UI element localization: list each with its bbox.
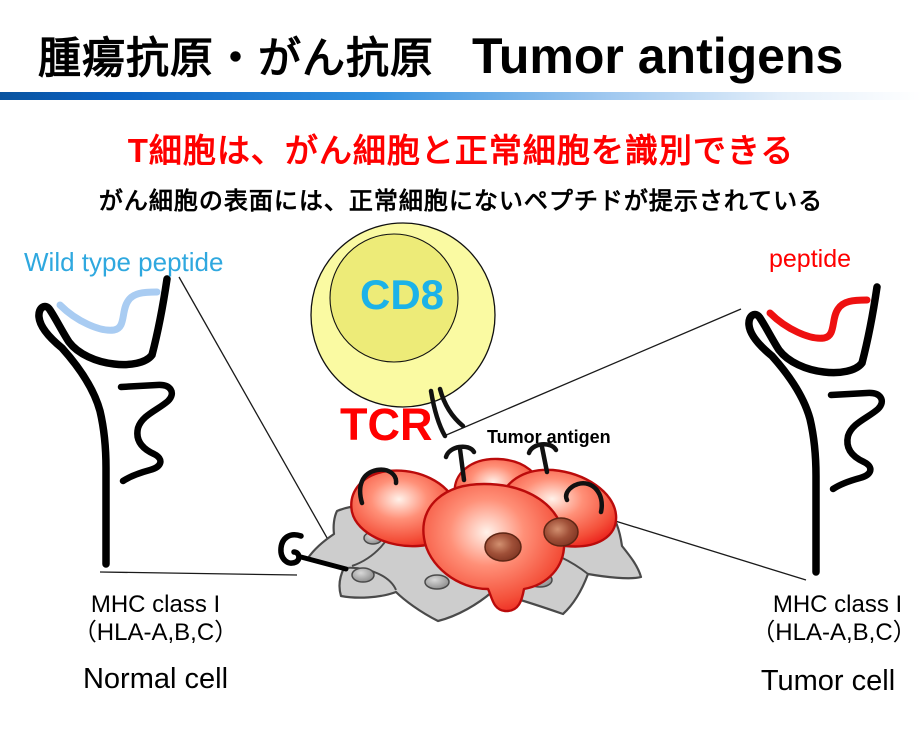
title-divider-bar — [0, 92, 922, 100]
antigen-receptor-center-stem — [457, 446, 467, 483]
tumor-cell-label: Tumor cell — [760, 665, 896, 697]
tumor-antigen-label: Tumor antigen — [487, 427, 611, 447]
slide-title: 腫瘍抗原・がん抗原 Tumor antigens — [38, 24, 918, 86]
normal-cell-folds — [343, 517, 589, 591]
tumor-cell-front — [422, 482, 566, 613]
mhc-left-b2m-squiggle — [117, 381, 175, 485]
antigen-receptor-right-stem — [539, 444, 550, 475]
mhc-left-groove-trunk — [35, 275, 171, 568]
antigen-receptor-center-bar — [443, 444, 477, 460]
normal-cell-mat — [306, 498, 643, 623]
mhc-left — [35, 275, 175, 568]
normal-cell-nuclei — [351, 531, 553, 590]
tumor-cell-back-right — [498, 468, 618, 548]
line-tumor-cell-to-mhc — [472, 476, 807, 581]
tumor-illustration — [278, 442, 643, 623]
left-membrane-line — [99, 571, 298, 576]
tumor-antigen-receptors — [357, 442, 605, 515]
mhc-right-groove-trunk — [745, 283, 881, 576]
line-tumor-peptide-to-tcr — [443, 308, 742, 437]
title-english: Tumor antigens — [472, 28, 844, 84]
cd8-label: CD8 — [359, 271, 445, 318]
hla-label-right: （HLA-A,B,C） — [751, 619, 917, 646]
tcr-glyph — [428, 386, 466, 439]
tumor-peptide-label: peptide — [769, 245, 852, 273]
mhc-right-b2m-squiggle — [827, 389, 885, 493]
wild-type-peptide-curve — [56, 288, 161, 334]
small-mhc-on-normal-cell — [278, 532, 349, 572]
normal-cell-label: Normal cell — [82, 663, 229, 695]
tumor-cells — [350, 457, 618, 613]
line-wildtype-mhc-to-normal-cell — [178, 276, 344, 567]
tumor-cell-back-left — [350, 469, 459, 548]
heading-main: T細胞は、がん細胞と正常細胞を識別できる — [127, 132, 795, 169]
mhc-right — [745, 283, 885, 576]
antigen-hook-right — [563, 481, 605, 515]
connector-lines — [99, 276, 807, 581]
antigen-hook-left — [357, 467, 399, 506]
hla-label-left: （HLA-A,B,C） — [72, 619, 239, 646]
tcr-label: TCR — [340, 399, 433, 450]
mhc-class-label-right: MHC class I — [772, 591, 903, 618]
tumor-cell-back-middle — [453, 457, 542, 522]
mhc-class-label-left: MHC class I — [90, 591, 221, 618]
title-japanese: 腫瘍抗原・がん抗原 — [38, 35, 434, 83]
tumor-cell-nuclei — [484, 517, 579, 562]
tumor-peptide-curve — [766, 296, 871, 342]
wild-type-peptide-label: Wild type peptide — [24, 247, 224, 277]
heading-sub: がん細胞の表面には、正常細胞にないペプチドが提示されている — [98, 188, 824, 215]
